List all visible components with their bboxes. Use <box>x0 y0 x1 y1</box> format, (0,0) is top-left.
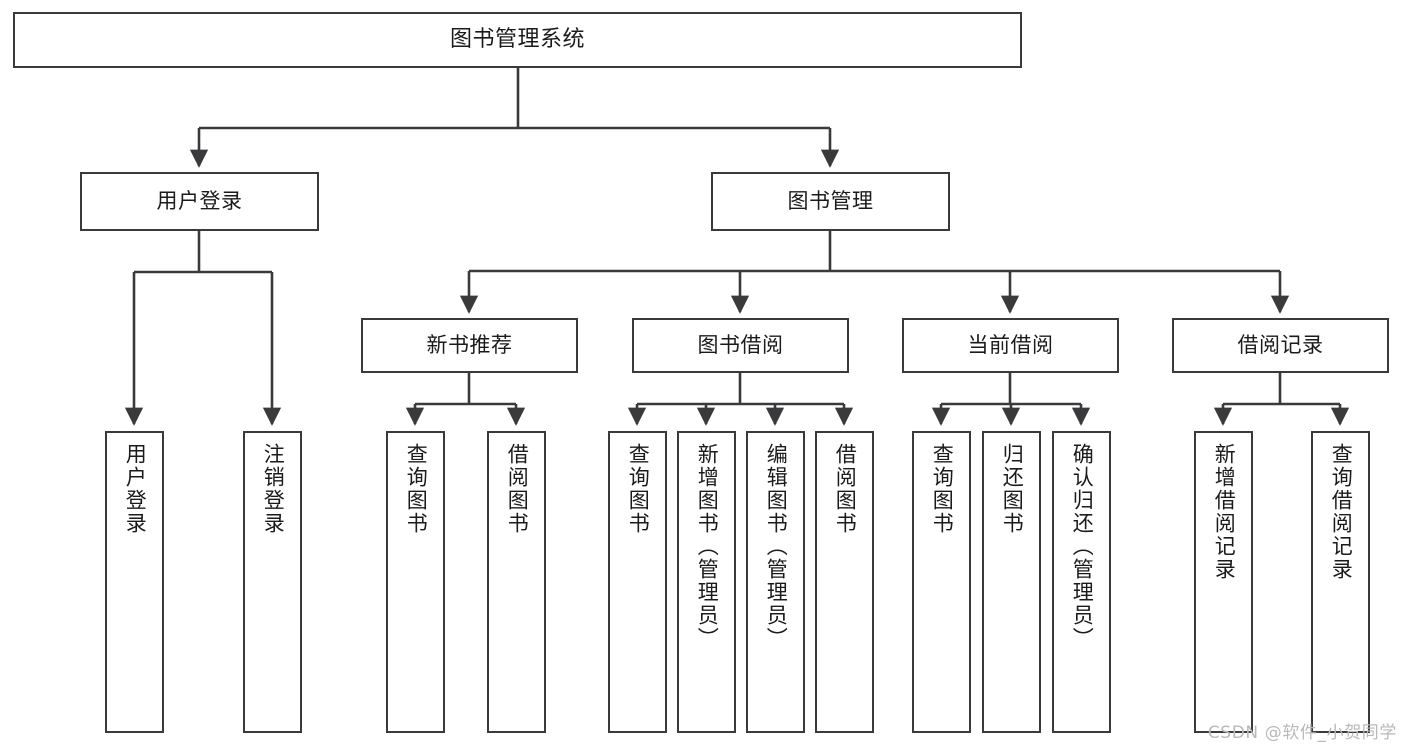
watermark-text: CSDN @软件_小贺同学 <box>1207 723 1397 743</box>
leaf-borrow-record-add[interactable]: 新增借阅记录 <box>1194 431 1253 733</box>
leaf-current-borrow-query[interactable]: 查询图书 <box>912 431 971 733</box>
node-label: 借阅记录 <box>1237 332 1324 357</box>
node-current-borrow[interactable]: 当前借阅 <box>902 318 1119 373</box>
leaf-new-book-borrow[interactable]: 借阅图书 <box>487 431 546 733</box>
node-new-book-recommend[interactable]: 新书推荐 <box>361 318 578 373</box>
node-label: 查询图书 <box>930 443 955 535</box>
node-label: 新增借阅记录 <box>1212 443 1237 581</box>
node-label: 查询图书 <box>626 443 651 535</box>
node-label: 用户登录 <box>123 443 148 535</box>
node-label: 用户登录 <box>156 188 243 213</box>
leaf-current-borrow-confirm-return[interactable]: 确认归还（管理员） <box>1052 431 1111 733</box>
node-label: 借阅图书 <box>505 443 530 535</box>
leaf-user-login-logout[interactable]: 注销登录 <box>243 431 302 733</box>
node-book-borrow[interactable]: 图书借阅 <box>632 318 849 373</box>
node-label: 查询图书 <box>404 443 429 535</box>
node-root-system[interactable]: 图书管理系统 <box>13 12 1022 68</box>
leaf-new-book-query[interactable]: 查询图书 <box>386 431 445 733</box>
node-label: 当前借阅 <box>967 332 1054 357</box>
node-label: 新增图书（管理员） <box>695 443 720 650</box>
node-label: 借阅图书 <box>833 443 858 535</box>
node-label: 确认归还（管理员） <box>1070 443 1095 650</box>
node-label: 新书推荐 <box>426 332 513 357</box>
leaf-borrow-record-query[interactable]: 查询借阅记录 <box>1311 431 1370 733</box>
leaf-book-borrow-edit[interactable]: 编辑图书（管理员） <box>746 431 805 733</box>
node-label: 查询借阅记录 <box>1329 443 1354 581</box>
leaf-current-borrow-return[interactable]: 归还图书 <box>982 431 1041 733</box>
node-borrow-record[interactable]: 借阅记录 <box>1172 318 1389 373</box>
leaf-book-borrow-query[interactable]: 查询图书 <box>608 431 667 733</box>
node-label: 归还图书 <box>1000 443 1025 535</box>
leaf-book-borrow-borrow[interactable]: 借阅图书 <box>815 431 874 733</box>
node-label: 注销登录 <box>261 443 286 535</box>
node-label: 图书管理 <box>787 188 874 213</box>
node-user-login[interactable]: 用户登录 <box>80 172 319 231</box>
node-book-management[interactable]: 图书管理 <box>711 172 950 231</box>
leaf-user-login-login[interactable]: 用户登录 <box>105 431 164 733</box>
leaf-book-borrow-add[interactable]: 新增图书（管理员） <box>677 431 736 733</box>
node-label: 编辑图书（管理员） <box>764 443 789 650</box>
node-label: 图书管理系统 <box>449 27 585 53</box>
node-label: 图书借阅 <box>697 332 784 357</box>
